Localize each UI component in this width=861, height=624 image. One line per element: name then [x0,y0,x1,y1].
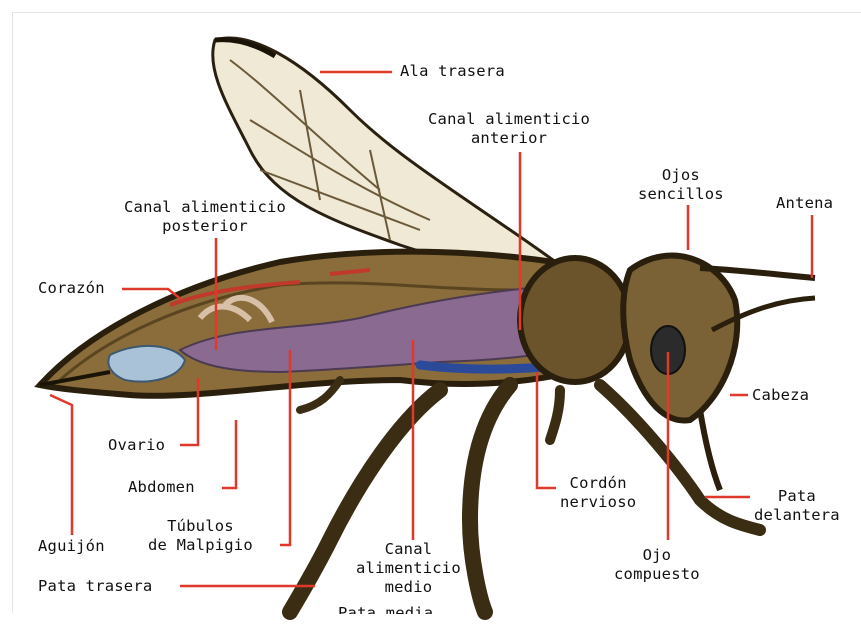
label-tubulos-de-malpigio: Túbulos de Malpigio [148,517,253,555]
label-pata-trasera: Pata trasera [38,577,152,596]
head-shape [623,256,815,490]
label-canal-alimenticio-anterior: Canal alimenticio anterior [428,110,590,148]
leader-abdomen [222,420,236,488]
label-cordon-nervioso: Cordón nervioso [560,474,636,512]
label-ojo-compuesto: Ojo compuesto [614,546,700,584]
leader-aguijon [50,395,72,535]
label-abdomen: Abdomen [128,478,195,497]
thorax-shape [520,258,630,382]
label-cabeza: Cabeza [752,386,809,405]
label-antena: Antena [776,194,833,213]
label-canal-alimenticio-medio: Canal alimenticio medio [356,540,461,597]
label-pata-media-cut: Pata media [338,604,433,614]
label-pata-delantera: Pata delantera [754,487,840,525]
label-ala-trasera: Ala trasera [400,62,505,81]
label-ojos-sencillos: Ojos sencillos [638,166,724,204]
label-canal-alimenticio-posterior: Canal alimenticio posterior [124,198,286,236]
label-corazon: Corazón [38,279,105,298]
label-aguijon: Aguijón [38,537,105,556]
label-ovario: Ovario [108,436,165,455]
